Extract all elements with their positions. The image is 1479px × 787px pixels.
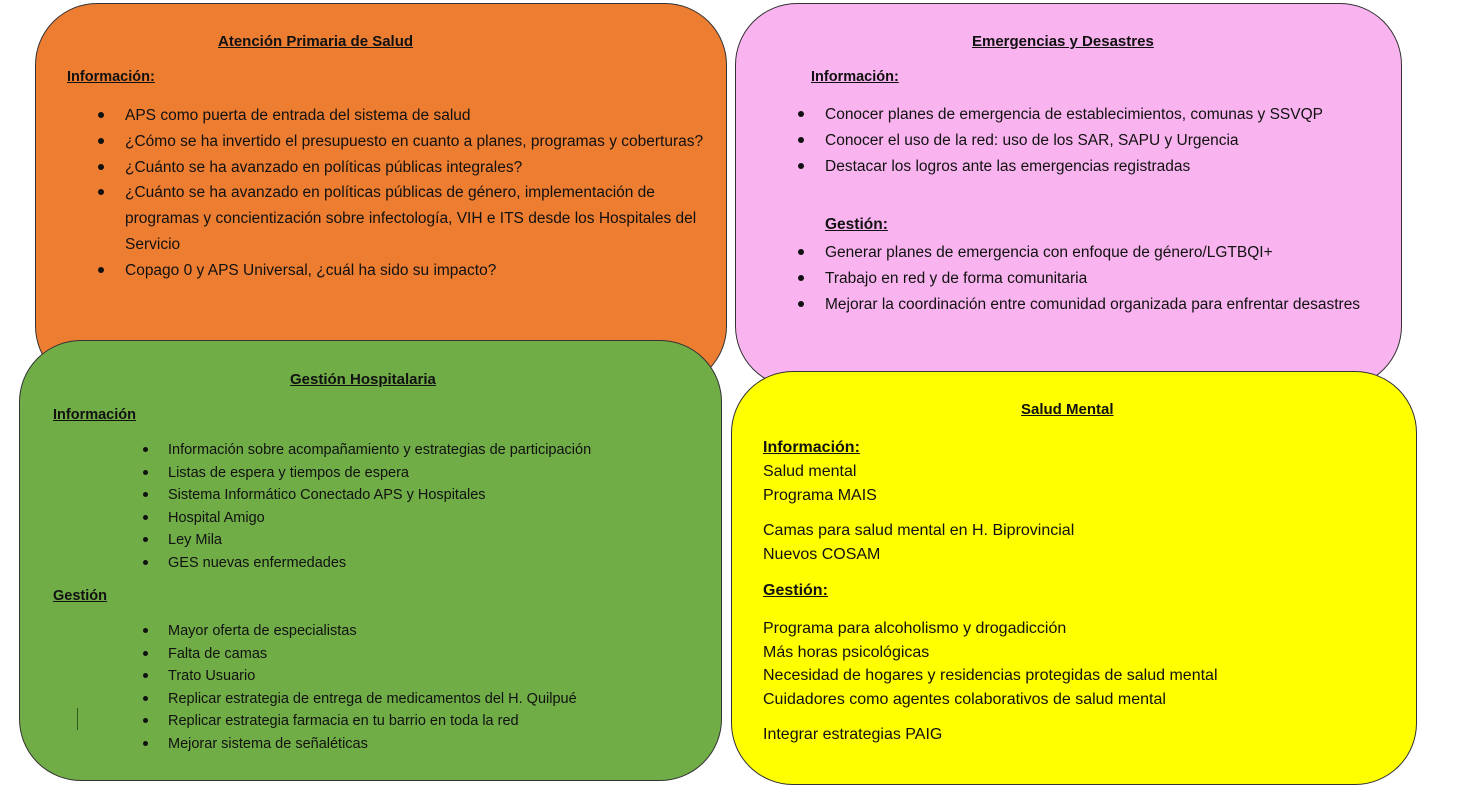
list-item: ¿Cómo se ha invertido el presupuesto en … (98, 129, 710, 155)
list-item: Mejorar sistema de señaléticas (143, 733, 688, 756)
text-line: Programa para alcoholismo y drogadicción (763, 620, 1067, 637)
list-item: Hospital Amigo (143, 507, 688, 530)
hospitalaria-panel (19, 340, 722, 781)
salud-mental-gestion-label: Gestión: (763, 582, 828, 599)
text-line: Integrar estrategias PAIG (763, 726, 943, 743)
list-item: APS como puerta de entrada del sistema d… (98, 103, 710, 129)
emergencias-info-label: Información: (811, 69, 899, 85)
text-line: Nuevos COSAM (763, 545, 881, 563)
salud-mental-info-block-2: Camas para salud mental en H. Biprovinci… (763, 519, 1074, 566)
list-item: Destacar los logros ante las emergencias… (798, 154, 1365, 180)
list-item: Replicar estrategia farmacia en tu barri… (143, 710, 688, 733)
hospitalaria-info-label: Información (53, 407, 136, 423)
list-item: GES nuevas enfermedades (143, 552, 688, 575)
list-item: ¿Cuánto se ha avanzado en políticas públ… (98, 180, 710, 257)
list-item: Listas de espera y tiempos de espera (143, 462, 688, 485)
list-item: Trato Usuario (143, 665, 688, 688)
emergencias-gestion-label: Gestión: (825, 216, 888, 233)
list-item: Ley Mila (143, 529, 688, 552)
divider-mark (77, 708, 78, 730)
aps-info-label: Información: (67, 69, 155, 85)
salud-mental-title: Salud Mental (1021, 401, 1114, 418)
list-item: Generar planes de emergencia con enfoque… (798, 240, 1370, 266)
aps-title: Atención Primaria de Salud (218, 33, 414, 50)
list-item: Sistema Informático Conectado APS y Hosp… (143, 484, 688, 507)
text-line: Salud mental (763, 463, 857, 480)
salud-mental-gestion-block-2: Integrar estrategias PAIG (763, 723, 942, 747)
hospitalaria-gestion-list: Mayor oferta de especialistas Falta de c… (143, 620, 688, 756)
emergencias-title: Emergencias y Desastres (972, 33, 1154, 50)
text-line: Más horas psicológicas (763, 643, 930, 661)
list-item: Mayor oferta de especialistas (143, 620, 688, 643)
aps-list: APS como puerta de entrada del sistema d… (98, 103, 710, 284)
hospitalaria-info-list: Información sobre acompañamiento y estra… (143, 439, 688, 575)
list-item: Trabajo en red y de forma comunitaria (798, 266, 1370, 292)
list-item: Información sobre acompañamiento y estra… (143, 439, 688, 462)
salud-mental-info-block: Salud mental Programa MAIS (763, 460, 877, 507)
emergencias-info-list: Conocer planes de emergencia de establec… (798, 102, 1365, 180)
salud-mental-info-label: Información: (763, 439, 860, 456)
aps-panel (35, 3, 727, 388)
emergencias-panel (735, 3, 1402, 388)
list-item: Replicar estrategia de entrega de medica… (143, 688, 688, 711)
emergencias-gestion-list: Generar planes de emergencia con enfoque… (798, 240, 1370, 318)
text-line: Necesidad de hogares y residencias prote… (763, 667, 1218, 684)
list-item: Conocer el uso de la red: uso de los SAR… (798, 128, 1365, 154)
hospitalaria-gestion-label: Gestión (53, 588, 107, 604)
salud-mental-gestion-block: Programa para alcoholismo y drogadicción… (763, 617, 1218, 711)
list-item: Copago 0 y APS Universal, ¿cuál ha sido … (98, 258, 710, 284)
list-item: Mejorar la coordinación entre comunidad … (798, 292, 1370, 318)
text-line: Camas para salud mental en H. Biprovinci… (763, 522, 1075, 539)
list-item: Falta de camas (143, 643, 688, 666)
list-item: ¿Cuánto se ha avanzado en políticas públ… (98, 155, 710, 181)
salud-mental-panel (731, 371, 1417, 785)
text-line: Cuidadores como agentes colaborativos de… (763, 690, 1166, 708)
text-line: Programa MAIS (763, 486, 877, 504)
hospitalaria-title: Gestión Hospitalaria (290, 371, 436, 388)
list-item: Conocer planes de emergencia de establec… (798, 102, 1365, 128)
